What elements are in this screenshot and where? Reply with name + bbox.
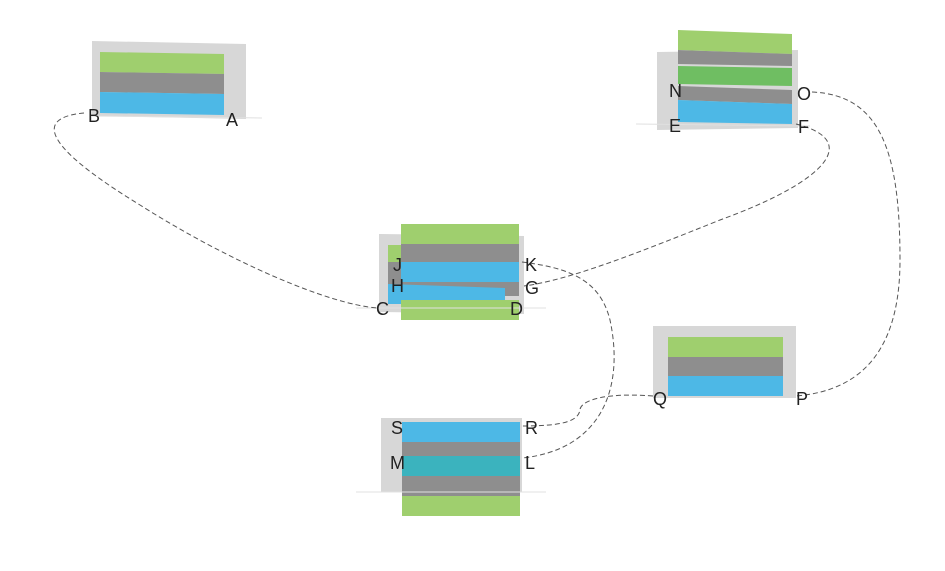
block-efno xyxy=(635,30,811,130)
block-ab-band-green xyxy=(100,52,224,74)
point-label-l: L xyxy=(525,453,535,473)
block-pq-band-blue xyxy=(668,376,783,396)
point-label-r: R xyxy=(525,418,538,438)
point-label-p: P xyxy=(796,389,808,409)
block-efno-band-green-top xyxy=(678,30,792,54)
block-pq-band-green xyxy=(668,337,783,357)
point-label-k: K xyxy=(525,255,537,275)
block-cdghjk-band-blue-bottom xyxy=(388,284,505,304)
link-b-c xyxy=(53,112,379,309)
block-lmrs-band-teal xyxy=(402,456,520,476)
point-label-a: A xyxy=(226,110,238,130)
point-label-q: Q xyxy=(653,389,667,409)
point-label-o: O xyxy=(797,84,811,104)
point-label-h: H xyxy=(391,276,404,296)
block-ab-base-line xyxy=(91,115,263,119)
point-label-j: J xyxy=(393,255,402,275)
point-label-e: E xyxy=(669,116,681,136)
block-cdghjk-band-green-top xyxy=(401,224,519,244)
point-label-d: D xyxy=(510,299,523,319)
block-lmrs-band-gray-top xyxy=(402,442,520,456)
block-cdghjk-band-green-bottom xyxy=(401,300,519,320)
block-pq-band-gray xyxy=(668,357,783,376)
block-ab-band-gray xyxy=(100,72,224,94)
block-cdghjk-band-gray-top xyxy=(401,244,519,262)
point-label-b: B xyxy=(88,106,100,126)
point-label-c: C xyxy=(376,299,389,319)
block-ab xyxy=(91,41,263,119)
block-cdghjk-band-blue-top xyxy=(401,262,519,284)
link-k-l xyxy=(521,261,615,459)
block-lmrs xyxy=(356,418,546,516)
point-label-m: M xyxy=(390,453,405,473)
link-q-r xyxy=(521,394,654,427)
block-ab-band-blue xyxy=(100,92,224,115)
block-efno-band-gray-top xyxy=(678,50,792,66)
block-efno-band-blue xyxy=(678,100,792,124)
block-efno-band-gray-mid xyxy=(678,86,792,104)
block-efno-base-line xyxy=(635,123,811,127)
block-efno-band-green-dark xyxy=(678,66,792,86)
block-lmrs-band-blue xyxy=(402,422,520,442)
block-lmrs-band-green xyxy=(402,496,520,516)
point-label-n: N xyxy=(669,81,682,101)
link-f-g xyxy=(523,123,830,287)
block-lmrs-band-gray-bottom xyxy=(402,476,520,496)
point-label-f: F xyxy=(798,117,809,137)
block-cdghjk xyxy=(356,224,546,320)
point-label-s: S xyxy=(391,418,403,438)
link-o-p xyxy=(795,91,901,397)
block-pq xyxy=(653,326,796,398)
block-cdghjk-band-green-left xyxy=(388,245,401,262)
point-label-g: G xyxy=(525,278,539,298)
